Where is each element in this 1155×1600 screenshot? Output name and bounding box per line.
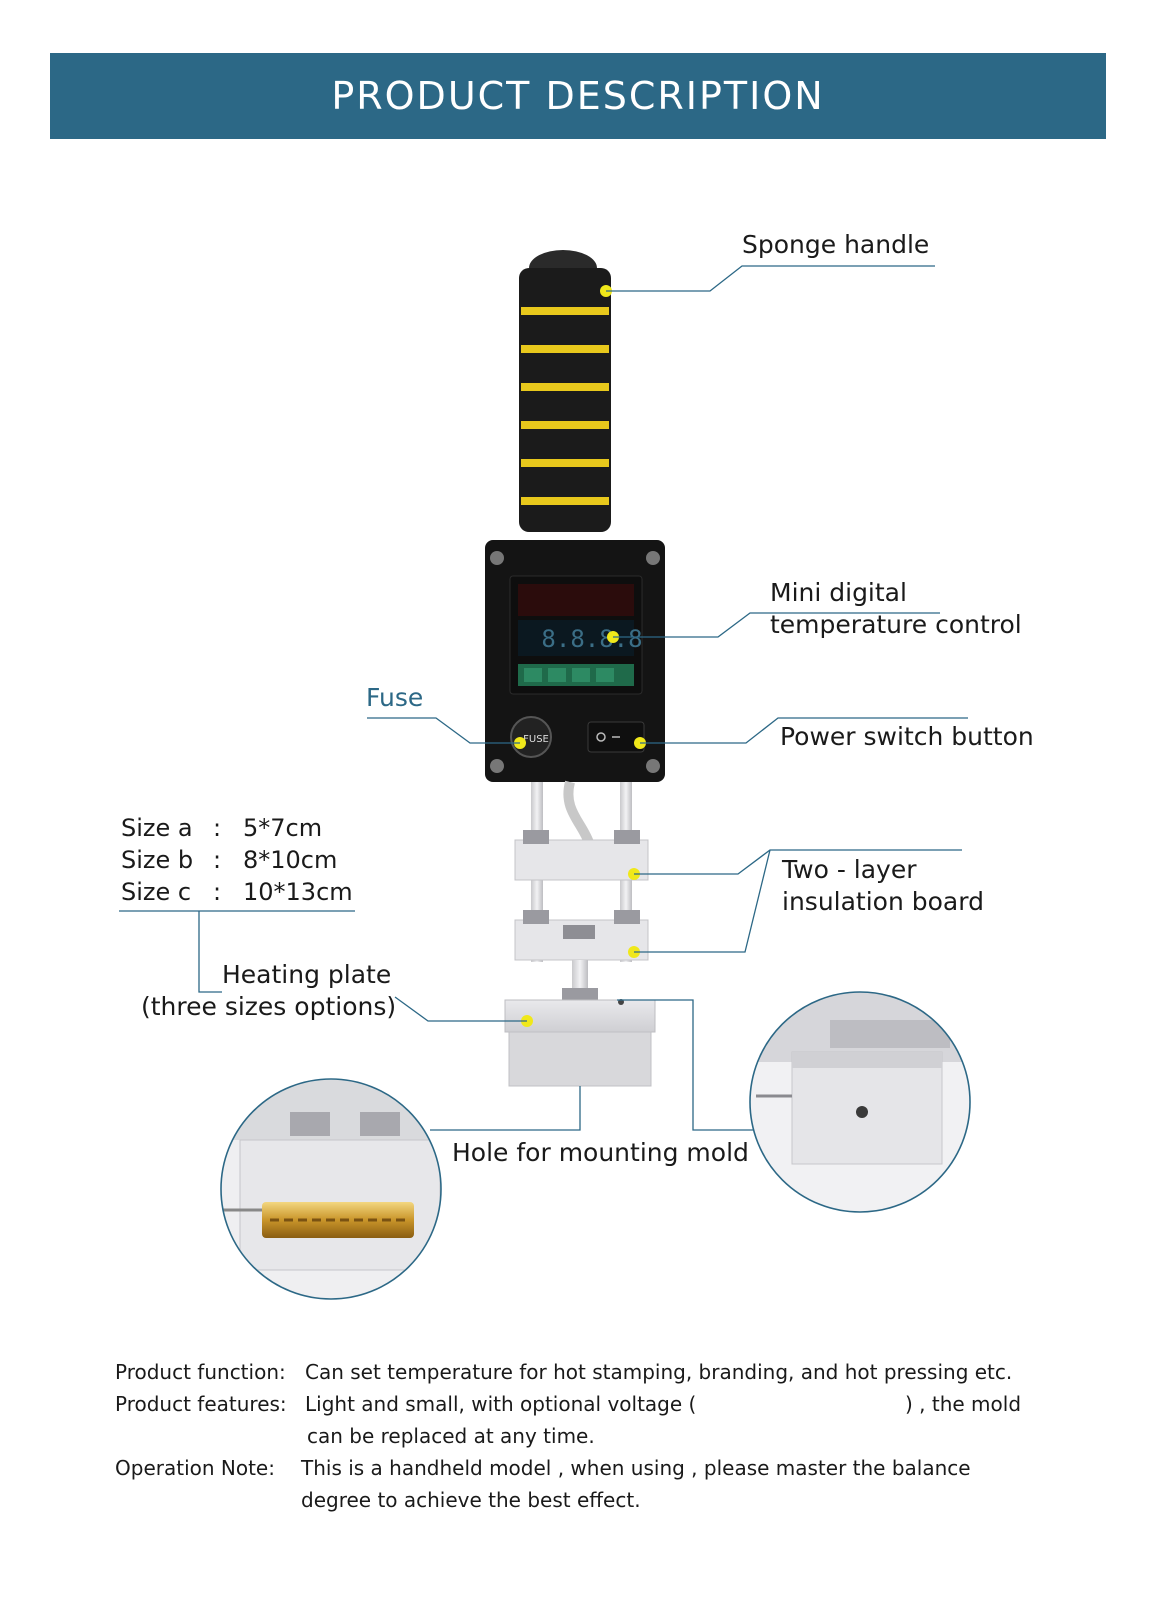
label-fuse: Fuse (366, 683, 424, 712)
note-heading: Operation Note: (115, 1456, 275, 1480)
leader-lines (119, 265, 968, 1131)
note-text-a: This is a handheld model , when using , … (301, 1456, 971, 1480)
label-insulation-line1: Two - layer (782, 855, 917, 884)
fuse-cap-text: FUSE (523, 734, 549, 745)
control-box: 8.8.8.8 FUSE (485, 540, 665, 782)
function-text: Can set temperature for hot stamping, br… (305, 1360, 1013, 1384)
function-heading: Product function: (115, 1360, 286, 1384)
label-mounting-hole: Hole for mounting mold (452, 1138, 749, 1167)
features-text-b: ) , the mold (905, 1392, 1022, 1416)
label-heating-line2: (three sizes options) (141, 992, 397, 1021)
sponge-handle (519, 268, 611, 532)
size-row-c: Size c:10*13cm (121, 878, 353, 906)
label-digital-line1: Mini digital (770, 578, 907, 607)
temperature-readout: 8.8.8.8 (541, 625, 642, 653)
features-heading: Product features: (115, 1392, 287, 1416)
label-heating-line1: Heating plate (222, 960, 392, 989)
size-row-b: Size b:8*10cm (121, 846, 338, 874)
label-power-switch: Power switch button (780, 722, 1034, 751)
header-banner: PRODUCT DESCRIPTION (50, 53, 1106, 139)
heating-plate (504, 999, 656, 1087)
size-row-a: Size a:5*7cm (121, 814, 323, 842)
label-insulation-line2: insulation board (782, 887, 984, 916)
label-digital-line2: temperature control (770, 610, 1022, 639)
features-text-a: Light and small, with optional voltage ( (305, 1392, 697, 1416)
detail-circle-right (749, 991, 971, 1213)
page-title: PRODUCT DESCRIPTION (331, 74, 825, 118)
label-sponge-handle: Sponge handle (742, 230, 930, 259)
detail-circle-left (220, 1078, 442, 1300)
features-text-c: can be replaced at any time. (307, 1424, 595, 1448)
note-text-b: degree to achieve the best effect. (301, 1488, 641, 1512)
insulation-boards (514, 830, 649, 961)
